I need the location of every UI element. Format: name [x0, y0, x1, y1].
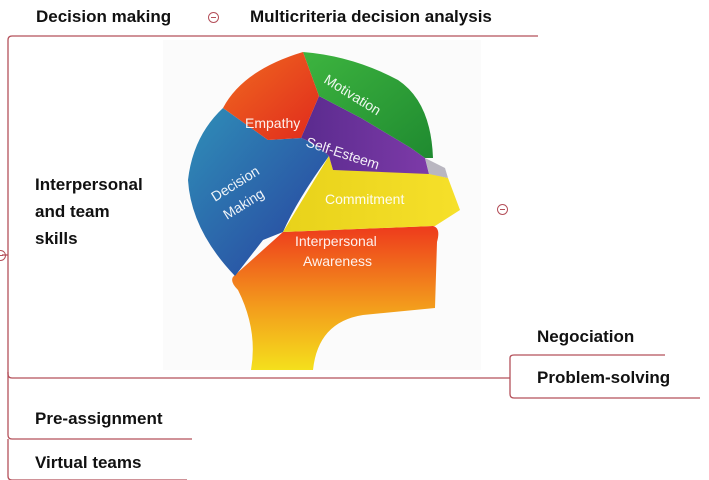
head-diagram: Empathy Motivation Self-Esteem Decision …	[188, 52, 460, 370]
region-commitment	[283, 156, 460, 232]
node-negociation[interactable]: Negociation	[537, 327, 635, 346]
region-nose-strip	[425, 158, 448, 178]
node-multicriteria-decision-analysis[interactable]: Multicriteria decision analysis	[250, 7, 492, 26]
label-awareness-line1: Interpersonal	[295, 233, 377, 249]
label-awareness-line2: Awareness	[303, 253, 372, 269]
region-interpersonal-awareness	[232, 226, 439, 370]
region-motivation	[303, 52, 433, 158]
label-empathy: Empathy	[245, 115, 300, 131]
region-empathy	[223, 52, 319, 140]
node-decision-making[interactable]: Decision making	[36, 7, 172, 26]
node-virtual-teams[interactable]: Virtual teams	[35, 453, 142, 472]
node-interpersonal-line1[interactable]: Interpersonal	[35, 175, 143, 194]
node-interpersonal-line2[interactable]: and team	[35, 202, 110, 221]
node-interpersonal-line3[interactable]: skills	[35, 229, 78, 248]
node-problem-solving[interactable]: Problem-solving	[537, 368, 671, 387]
connector-negociation-top	[509, 354, 665, 359]
head-image-panel: Empathy Motivation Self-Esteem Decision …	[163, 40, 481, 370]
region-decision-making	[188, 108, 329, 276]
node-pre-assignment[interactable]: Pre-assignment	[35, 409, 163, 428]
connector-multicriteria	[7, 35, 538, 379]
label-commitment: Commitment	[325, 191, 404, 207]
collapse-toggle-icon[interactable]	[208, 12, 219, 23]
region-self-esteem	[301, 96, 429, 174]
connector-negociation	[509, 358, 700, 399]
connector-pre-assignment	[7, 372, 192, 440]
collapse-toggle-right-icon[interactable]	[497, 204, 508, 215]
